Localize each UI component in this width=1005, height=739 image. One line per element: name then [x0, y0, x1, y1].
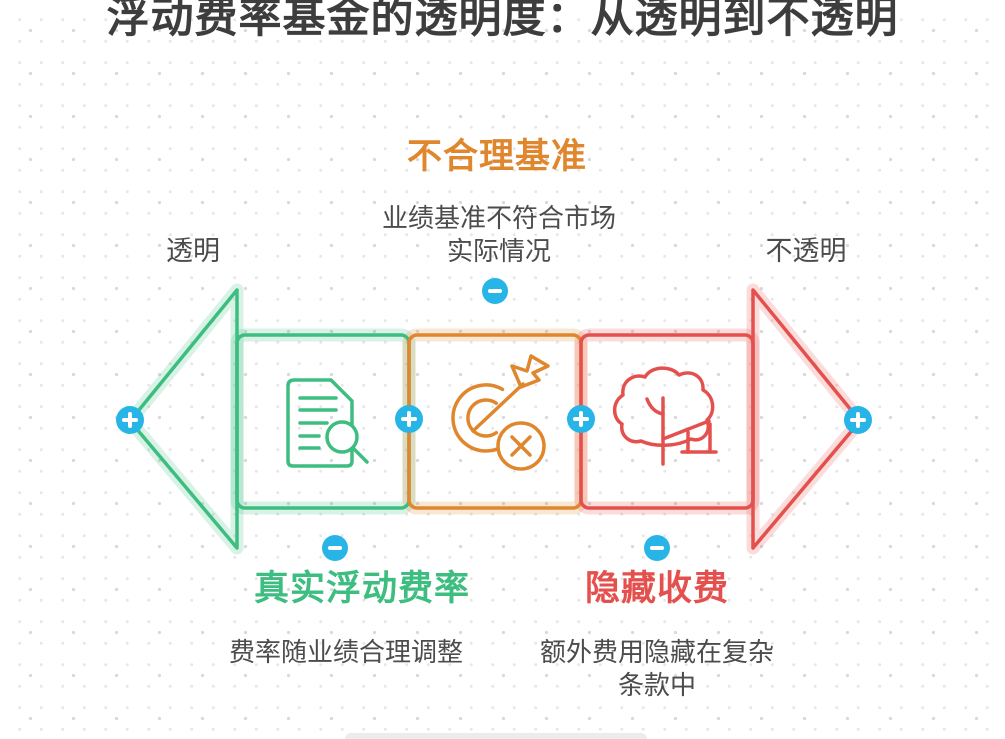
bottom-cropped-element	[345, 733, 647, 739]
document-search-icon	[286, 378, 369, 468]
page-title: 浮动费率基金的透明度：从透明到不透明	[106, 0, 899, 42]
floating-fee-section-desc: 费率随业绩合理调整	[228, 637, 463, 667]
minus-badge-floating[interactable]	[322, 535, 348, 561]
floating-fee-box	[235, 333, 411, 510]
plus-badge-right-tip[interactable]	[844, 406, 872, 434]
left-arrowhead-glow	[123, 283, 244, 555]
tree-swing-icon	[612, 366, 718, 466]
hidden-fee-box	[579, 333, 755, 510]
green-box-glow	[230, 328, 416, 515]
benchmark-section-desc: 业绩基准不符合市场 实际情况	[381, 203, 616, 266]
hidden-fee-section-title: 隐藏收费	[584, 569, 729, 608]
benchmark-box	[407, 333, 583, 510]
floating-fee-section-title: 真实浮动费率	[253, 569, 470, 608]
minus-badge-hidden[interactable]	[644, 535, 670, 561]
red-box-glow	[574, 328, 760, 515]
plus-badge-left-tip[interactable]	[116, 406, 144, 434]
hidden-fee-section-desc: 额外费用隐藏在复杂 条款中	[539, 637, 774, 700]
minus-badge-benchmark[interactable]	[482, 278, 508, 304]
left-arrowhead	[128, 288, 239, 550]
label-transparent: 透明	[166, 236, 220, 266]
target-dart-x-icon	[451, 354, 550, 471]
plus-badge-junction-1[interactable]	[395, 405, 423, 433]
plus-badge-junction-2[interactable]	[567, 405, 595, 433]
benchmark-section-title: 不合理基准	[406, 137, 587, 176]
orange-box-glow	[402, 328, 588, 515]
label-opaque: 不透明	[765, 236, 847, 266]
